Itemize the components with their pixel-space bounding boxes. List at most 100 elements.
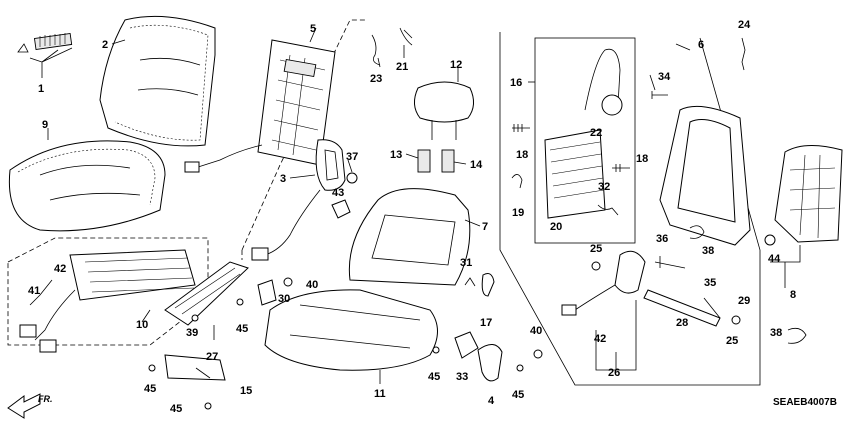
- back-heater-20-part: [544, 129, 606, 219]
- callout-40b: 40: [530, 325, 542, 337]
- diagram-code: SEAEB4007B: [773, 397, 837, 408]
- heater-switch: [601, 94, 623, 116]
- callout-labels: 1 2 3 4 5 6 7 8 9 10 11 12 13 14 15 16 1…: [28, 19, 796, 415]
- rod-28: [643, 289, 721, 327]
- callout-30: 30: [278, 293, 290, 305]
- front-label: FR.: [38, 394, 53, 404]
- front-arrow-icon: [7, 393, 41, 419]
- seat-cushion-cover-part: [8, 140, 166, 232]
- callout-3: 3: [280, 173, 286, 185]
- callout-35: 35: [704, 277, 716, 289]
- seat-back-panel-part: [774, 145, 843, 243]
- clip-38b: [787, 327, 807, 344]
- callout-34: 34: [658, 71, 671, 83]
- cover-4: [477, 344, 503, 382]
- seat-back-pad-part: [348, 188, 471, 286]
- hook-24: [741, 37, 746, 71]
- clip-strip-part: [17, 33, 73, 53]
- wire-32: [597, 204, 619, 216]
- leader-lines: [29, 27, 801, 384]
- callout-45a: 45: [236, 323, 248, 335]
- heater-wire-16: [584, 48, 621, 111]
- callout-26: 26: [608, 367, 620, 379]
- bolt-35: [654, 256, 686, 269]
- screw-45d: [432, 346, 440, 354]
- callout-44: 44: [768, 253, 781, 265]
- callout-15: 15: [240, 385, 252, 397]
- grommet-37: [346, 172, 358, 184]
- callout-45e: 45: [512, 389, 524, 401]
- wire-21: [399, 27, 413, 46]
- airbag-harness: [264, 189, 321, 256]
- side-cover-part: [164, 354, 226, 381]
- callout-33: 33: [456, 371, 468, 383]
- callout-24: 24: [738, 19, 751, 31]
- screw-45c: [204, 402, 212, 410]
- callout-7: 7: [482, 221, 488, 233]
- lumbar-motor-26: [614, 250, 646, 294]
- front-direction-indicator: FR.: [7, 393, 53, 419]
- callout-21: 21: [396, 61, 408, 73]
- callout-22: 22: [590, 127, 602, 139]
- callout-43: 43: [332, 187, 344, 199]
- callout-45c: 45: [170, 403, 182, 415]
- callout-39: 39: [186, 327, 198, 339]
- callout-18b: 18: [636, 153, 648, 165]
- callout-29: 29: [738, 295, 750, 307]
- clip-44: [764, 234, 776, 246]
- callout-27: 27: [206, 351, 218, 363]
- callout-20: 20: [550, 221, 562, 233]
- callout-16: 16: [510, 77, 522, 89]
- clip-31: [464, 277, 476, 287]
- callout-41: 41: [28, 285, 40, 297]
- callout-19: 19: [512, 207, 524, 219]
- cushion-wire: [29, 279, 53, 306]
- lumbar-harness: [574, 284, 616, 311]
- callout-6: 6: [698, 39, 704, 51]
- callout-38a: 38: [702, 245, 714, 257]
- callout-37: 37: [346, 151, 358, 163]
- clip-38a: [689, 225, 705, 239]
- airbag-connector: [251, 247, 269, 261]
- callout-11: 11: [374, 388, 386, 400]
- spring-18b: [612, 164, 630, 172]
- screw-45e: [516, 364, 524, 372]
- callout-32: 32: [598, 181, 610, 193]
- callout-13: 13: [390, 149, 402, 161]
- callout-42a: 42: [54, 263, 66, 275]
- lumbar-connector: [561, 304, 577, 316]
- seat-back-cover-part: [99, 15, 216, 147]
- seat-back-frame-part: [659, 105, 751, 246]
- bolt-40b: [533, 349, 543, 359]
- callout-28: 28: [676, 317, 688, 329]
- cover-33: [454, 331, 479, 359]
- cushion-harness: [34, 289, 76, 341]
- screw-45b: [148, 364, 156, 372]
- seat-cushion-heater-part: [69, 249, 196, 301]
- wire-23: [371, 34, 381, 66]
- seat-back-heater-pad-part: [257, 39, 336, 166]
- callout-25b: 25: [726, 335, 738, 347]
- callout-38b: 38: [770, 327, 782, 339]
- heater-connector: [184, 161, 200, 173]
- callout-12: 12: [450, 59, 462, 71]
- side-airbag-module-part: [315, 139, 346, 191]
- headrest-guide-13: [417, 149, 431, 173]
- frame-heater-group: [534, 37, 636, 244]
- seat-slide-part: [164, 261, 249, 326]
- callout-25a: 25: [590, 243, 602, 255]
- callout-17: 17: [480, 317, 492, 329]
- bolt-34: [651, 91, 668, 99]
- screw-39: [191, 314, 199, 322]
- washer-25a: [591, 261, 601, 271]
- callout-2: 2: [102, 39, 108, 51]
- seat-cushion-pad-part: [264, 289, 438, 371]
- callout-4: 4: [488, 395, 495, 407]
- hook-19: [511, 174, 523, 189]
- callout-45b: 45: [144, 383, 156, 395]
- washer-25b: [731, 315, 741, 325]
- frame-seat-back-frame-group: [499, 32, 761, 386]
- callout-9: 9: [42, 119, 48, 131]
- callout-5: 5: [310, 23, 316, 35]
